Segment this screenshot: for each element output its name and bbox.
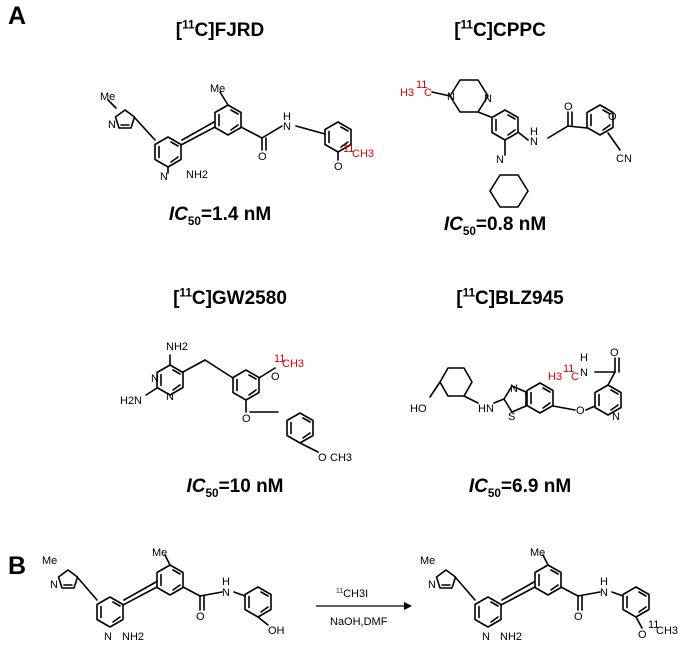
compound-title-gw2580: [11C]GW2580 [173,286,287,309]
atom-blz-hn: HN [478,403,494,415]
atom-prod-pyridine-n: N [482,631,490,643]
atom-blz-s: S [508,411,515,423]
ic50-cppc: IC50=0.8 nM [443,214,547,238]
panel-label-b: B [8,552,27,580]
atom-cppc-o: O [564,101,573,113]
atom-gw-ch3-end: CH3 [330,452,352,464]
atom-gw-nh2-top: NH2 [166,341,188,353]
atom-prod-h: H [600,576,608,588]
atom-blz-carbonyl-o: O [610,347,619,359]
structure-blz945: HO HN N S O N O H N H3 11 C [410,347,622,423]
atom-blz-o: O [576,405,585,417]
atom-pre-me-n: Me [42,555,57,567]
compound-title-blz945: [11C]BLZ945 [456,286,564,309]
atom-prod-ether-o: O [638,629,647,641]
atom-amide-h: H [283,111,291,123]
atom-prod-n: N [428,579,436,591]
reaction-arrow [316,602,412,610]
panel-label-a: A [8,2,27,30]
atom-cppc-iso: 11 [416,79,427,91]
atom-gw-iso: 11 [274,353,285,365]
atom-gw-ch3: CH3 [282,358,304,370]
atom-pre-nh: N [222,587,230,599]
structure-cppc: H3 11 C N N N N H O O CN [400,79,632,208]
atom-methyl: Me [210,83,225,95]
ic50-fjrd: IC50=1.4 nM [168,204,272,228]
structure-fjrd: Me N N NH2 Me O H N O 11 CH3 [100,83,374,183]
atom-pre-n: N [50,579,58,591]
atom-blz-h3: H3 [548,371,562,383]
atom-label-iso: 11 [343,143,354,155]
reagent-methyl-iodide: 11CH3I [336,587,369,600]
atom-piperidine-n: N [496,154,504,166]
atom-furan-o: O [608,111,617,123]
atom-piperazine-n2: N [447,91,455,103]
atom-cppc-c: C [424,87,432,99]
compound-title-fjrd: [11C]FJRD [175,18,265,41]
atom-prod-ch3: CH3 [656,625,678,637]
atom-methyl-n: Me [100,91,115,103]
atom-pre-o: O [196,611,205,623]
ic50-blz945: IC50=6.9 nM [468,476,572,500]
atom-prod-me-n: Me [420,555,435,567]
atom-prod-me: Me [530,547,545,559]
atom-prod-o: O [574,611,583,623]
atom-cppc-cn: CN [616,153,632,165]
atom-pyridine-n: N [160,171,168,183]
atom-piperazine-n: N [484,93,492,105]
atom-gw-o1: O [271,371,280,383]
atom-pre-pyridine-n: N [104,631,112,643]
atom-label-ch3: CH3 [352,148,374,160]
atom-blz-h: H [580,352,588,364]
atom-blz-n-thiazole: N [510,383,518,395]
atom-pre-me: Me [152,547,167,559]
atom-gw-o3: O [318,452,327,464]
atom-gw-h2n: H2N [120,395,142,407]
atom-cppc-h3: H3 [400,87,414,99]
atom-cppc-h: H [530,126,538,138]
structure-gw2580: NH2 H2N N N 11 CH3 O O O CH3 [120,341,352,464]
reagent-base-solvent: NaOH,DMF [330,616,388,628]
atom-pre-oh: OH [268,625,285,637]
atom-prod-nh2: NH2 [500,631,522,643]
structure-precursor: Me N N NH2 Me O H N OH [42,547,285,643]
atom-prod-iso: 11 [648,619,659,631]
atom-pyrazole-n: N [108,119,116,131]
atom-blz-nh: N [580,367,588,379]
atom-cppc-n: N [530,136,538,148]
atom-blz-c: C [571,371,579,383]
structure-product: Me N N NH2 Me O H N O 11 CH3 [420,547,678,643]
atom-amine: NH2 [186,169,208,181]
atom-prod-nh: N [600,587,608,599]
ic50-gw2580: IC50=10 nM [186,476,284,500]
atom-blz-ho: HO [410,403,427,415]
compound-title-cppc: [11C]CPPC [454,18,546,41]
atom-carbonyl-o: O [258,151,267,163]
atom-pre-h: H [222,576,230,588]
atom-gw-n1: N [151,373,159,385]
atom-blz-iso: 11 [563,363,574,375]
atom-pre-nh2: NH2 [122,631,144,643]
atom-amide-n: N [283,121,291,133]
atom-blz-pyridine-n: N [612,411,620,423]
atom-gw-n2: N [166,391,174,403]
atom-gw-o2: O [242,413,251,425]
atom-ether-o: O [334,161,343,173]
